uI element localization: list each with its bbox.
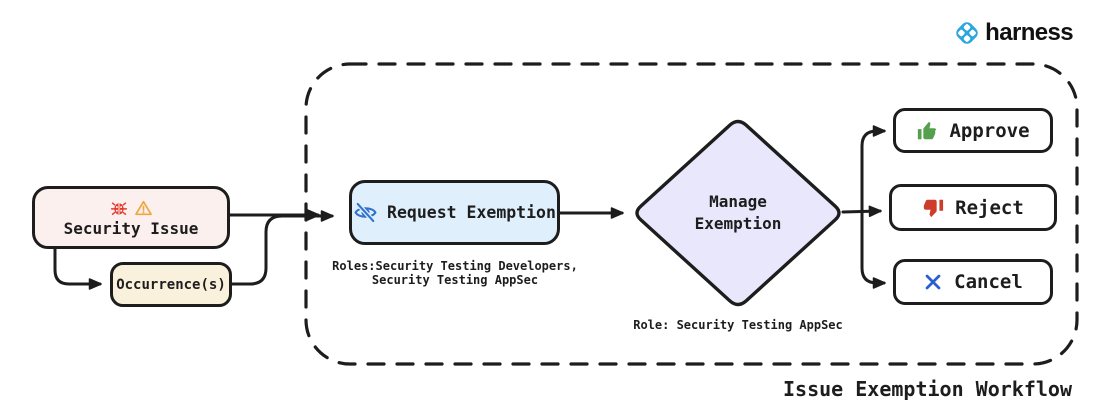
- bug-icon: [110, 202, 127, 216]
- x-icon: [925, 274, 941, 290]
- occurrences-label: Occurrence(s): [116, 276, 226, 293]
- manage-exemption-role-note: Role: Security Testing AppSec: [633, 318, 843, 332]
- node-reject: Reject: [889, 184, 1057, 231]
- harness-logo-icon: [956, 22, 978, 44]
- node-occurrences: Occurrence(s): [110, 262, 232, 307]
- node-request-exemption: Request Exemption: [349, 180, 560, 245]
- thumbs-down-icon: [924, 199, 944, 217]
- warning-icon: [134, 200, 152, 216]
- roles-note-line1: Roles:Security Testing Developers,: [332, 259, 578, 273]
- security-issue-label: Security Issue: [63, 219, 199, 238]
- manage-exemption-diamond: [635, 119, 841, 307]
- roles-note-line2: Security Testing AppSec: [371, 273, 539, 288]
- arrow-manage-to-cancel: [860, 210, 886, 289]
- arrow-occurrences-to-request: [230, 210, 334, 286]
- eye-off-icon: [354, 201, 377, 224]
- brand-name: harness: [985, 19, 1073, 46]
- node-security-issue: Security Issue: [32, 186, 230, 249]
- cancel-label: Cancel: [954, 271, 1023, 293]
- arrow-security-to-occurrences: [53, 247, 102, 290]
- workflow-title: Issue Exemption Workflow: [783, 377, 1072, 401]
- approve-label: Approve: [949, 119, 1030, 142]
- node-approve: Approve: [893, 108, 1053, 153]
- security-issue-icons: [110, 199, 153, 217]
- thumbs-up-icon: [918, 121, 937, 139]
- request-exemption-label: Request Exemption: [387, 203, 556, 222]
- harness-brand: harness: [952, 18, 1074, 48]
- node-cancel: Cancel: [893, 259, 1053, 305]
- reject-label: Reject: [955, 196, 1024, 219]
- request-exemption-roles-note: Roles:Security Testing Developers, Secur…: [327, 259, 583, 287]
- arrow-manage-to-approve: [860, 125, 886, 214]
